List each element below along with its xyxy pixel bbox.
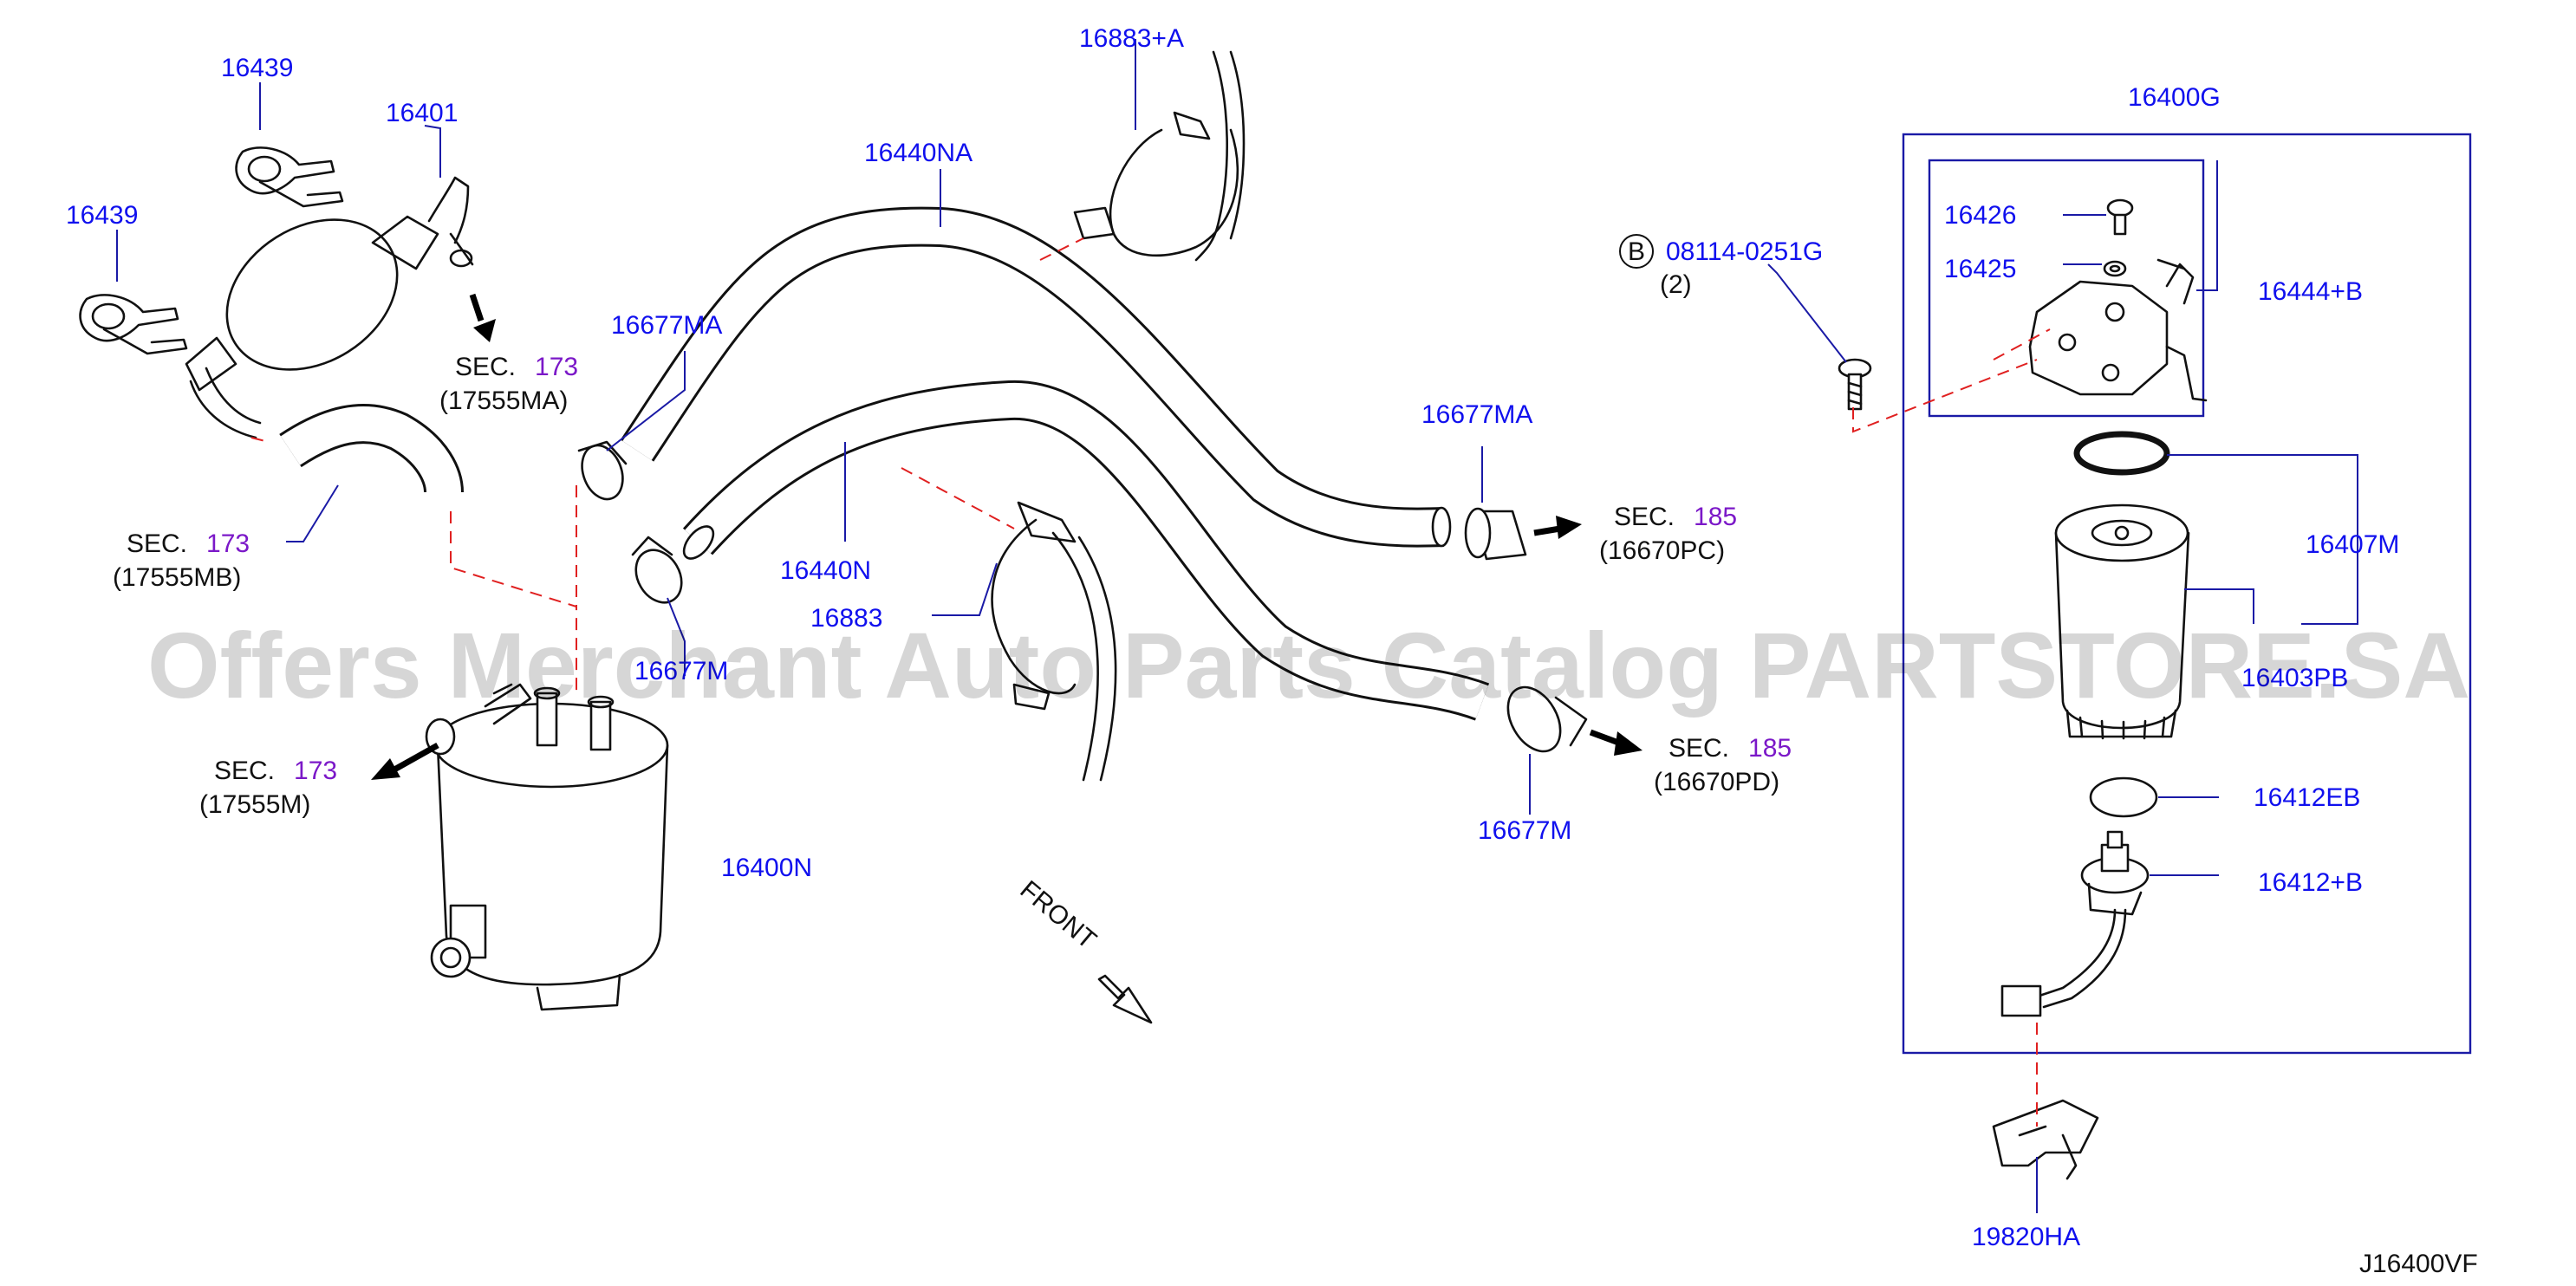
svg-text:(17555M): (17555M): [199, 790, 310, 819]
bracket-19820ha[interactable]: [1992, 1099, 2099, 1180]
svg-text:(16670PC): (16670PC): [1599, 536, 1725, 565]
section-reference-17555ma[interactable]: SEC.173 (17555MA): [439, 353, 578, 415]
label-16883[interactable]: 16883: [810, 604, 882, 633]
hose-16440na[interactable]: [620, 206, 1452, 548]
section-reference-16670pc[interactable]: SEC.185 (16670PC): [1599, 503, 1737, 565]
label-16439-top[interactable]: 16439: [221, 54, 293, 82]
clip-16439-upper[interactable]: [235, 146, 344, 208]
label-16401[interactable]: 16401: [386, 99, 458, 127]
diagram-code: J16400VF: [2359, 1250, 2478, 1278]
clamp-16677m-left[interactable]: [627, 536, 691, 611]
label-16407m[interactable]: 16407M: [2306, 530, 2399, 559]
front-direction-label: FRONT: [1015, 875, 1102, 955]
cable-tie-16883a[interactable]: [1073, 50, 1246, 262]
hose-16440n[interactable]: [679, 380, 1490, 721]
label-16425[interactable]: 16425: [1944, 255, 2016, 283]
label-16677ma-left[interactable]: 16677MA: [611, 311, 722, 340]
label-bolt-code: 08114-0251G: [1666, 237, 1823, 266]
clip-16439-lower[interactable]: [79, 294, 188, 355]
assembly-box-16400g: [1902, 133, 2472, 1055]
o-ring-16407m[interactable]: [2073, 431, 2170, 476]
part-labels: 16439 16401 16439 16883+A 16440NA 16677M…: [66, 24, 2399, 1251]
label-16400g[interactable]: 16400G: [2128, 83, 2221, 112]
subassembly-box-16444b: [1928, 159, 2205, 418]
seal-16412eb[interactable]: [2089, 776, 2158, 818]
label-16426[interactable]: 16426: [1944, 201, 2016, 230]
arrow-sec-173-17555ma: [469, 293, 496, 342]
arrow-sec-173-17555m: [371, 742, 439, 780]
label-16444b[interactable]: 16444+B: [2258, 277, 2363, 306]
svg-text:SEC.173: SEC.173: [127, 529, 250, 558]
label-16412eb[interactable]: 16412EB: [2254, 783, 2360, 812]
label-16677ma-right[interactable]: 16677MA: [1421, 400, 1532, 429]
filter-element-16403pb[interactable]: [2054, 503, 2190, 740]
section-reference-17555m[interactable]: SEC.173 (17555M): [199, 757, 337, 819]
screw-16426[interactable]: [2106, 198, 2134, 236]
bolt-08114-0251g[interactable]: [1838, 358, 1872, 411]
section-reference-17555mb[interactable]: SEC.173 (17555MB): [113, 529, 250, 592]
filter-head-16444b[interactable]: [2028, 258, 2208, 402]
watermark-text: Offers Merchant Auto Parts Catalog PARTS…: [147, 613, 2470, 718]
arrow-sec-185-16670pd: [1589, 729, 1643, 756]
svg-text:SEC.185: SEC.185: [1669, 734, 1792, 763]
bolt-callout[interactable]: B 08114-0251G (2): [1619, 234, 1823, 299]
clamp-16677ma-right[interactable]: [1464, 507, 1527, 561]
clamp-16677ma-left[interactable]: [575, 439, 629, 504]
priming-pump-16401[interactable]: [185, 176, 474, 439]
section-reference-16670pd[interactable]: SEC.185 (16670PD): [1654, 734, 1792, 796]
hose-17555mb[interactable]: [279, 404, 464, 494]
label-16440n[interactable]: 16440N: [780, 556, 871, 585]
cable-tie-16883[interactable]: [991, 501, 1117, 782]
svg-text:SEC.173: SEC.173: [214, 757, 337, 785]
label-16677m-left[interactable]: 16677M: [634, 657, 728, 685]
label-bolt-qty: (2): [1660, 270, 1692, 299]
label-16439-mid[interactable]: 16439: [66, 201, 138, 230]
label-16400n[interactable]: 16400N: [721, 854, 812, 882]
fuel-filter-16400n[interactable]: [425, 683, 669, 1011]
svg-text:(17555MB): (17555MB): [113, 563, 241, 592]
dashed-connections: [250, 237, 2051, 1127]
label-16677m-right[interactable]: 16677M: [1478, 816, 1571, 845]
label-16440na[interactable]: 16440NA: [864, 139, 973, 167]
bolt-circle-letter: B: [1628, 237, 1645, 266]
arrow-sec-185-16670pc: [1533, 516, 1582, 539]
label-16412b[interactable]: 16412+B: [2258, 868, 2363, 897]
svg-text:(17555MA): (17555MA): [439, 386, 568, 415]
svg-text:SEC.173: SEC.173: [455, 353, 578, 381]
label-16883a[interactable]: 16883+A: [1079, 24, 1184, 53]
label-16403pb[interactable]: 16403PB: [2241, 664, 2348, 692]
washer-16425[interactable]: [2103, 260, 2127, 277]
leader-lines: [116, 39, 2358, 1213]
svg-text:SEC.185: SEC.185: [1614, 503, 1737, 531]
svg-text:(16670PD): (16670PD): [1654, 768, 1779, 796]
water-sensor-16412b[interactable]: [2000, 830, 2150, 1017]
label-19820ha[interactable]: 19820HA: [1972, 1223, 2080, 1251]
front-arrow-icon: [1097, 974, 1153, 1024]
clamp-16677m-right[interactable]: [1497, 678, 1588, 760]
